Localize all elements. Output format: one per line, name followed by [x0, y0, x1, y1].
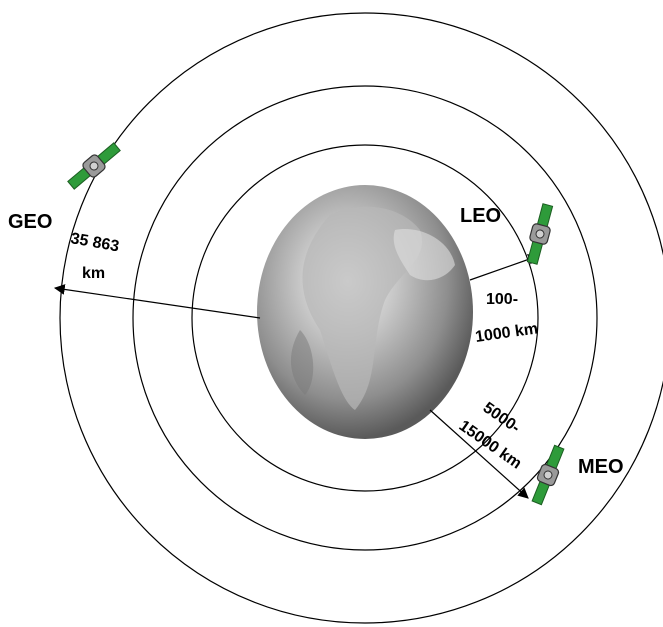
- meo-distance-arrow: [429, 409, 529, 499]
- earth-globe: [257, 185, 473, 439]
- meo-label: MEO: [578, 456, 624, 478]
- leo-label: LEO: [460, 205, 501, 227]
- geo-distance-line2: km: [82, 265, 105, 282]
- satellite-icon: [522, 201, 558, 267]
- leo-distance-arrow: [469, 254, 540, 281]
- satellite-icon: [64, 139, 124, 193]
- geo-orbit: [59, 12, 663, 624]
- meo-orbit: [132, 85, 598, 551]
- geo-label: GEO: [8, 211, 52, 233]
- satellite-icon: [527, 443, 569, 507]
- geo-distance-line1: 35 863: [69, 230, 120, 255]
- leo-distance-line2: 1000 km: [474, 320, 539, 346]
- leo-distance-line1: 100-: [486, 291, 518, 308]
- geo-distance-arrow: [53, 284, 261, 319]
- leo-orbit: [191, 144, 539, 492]
